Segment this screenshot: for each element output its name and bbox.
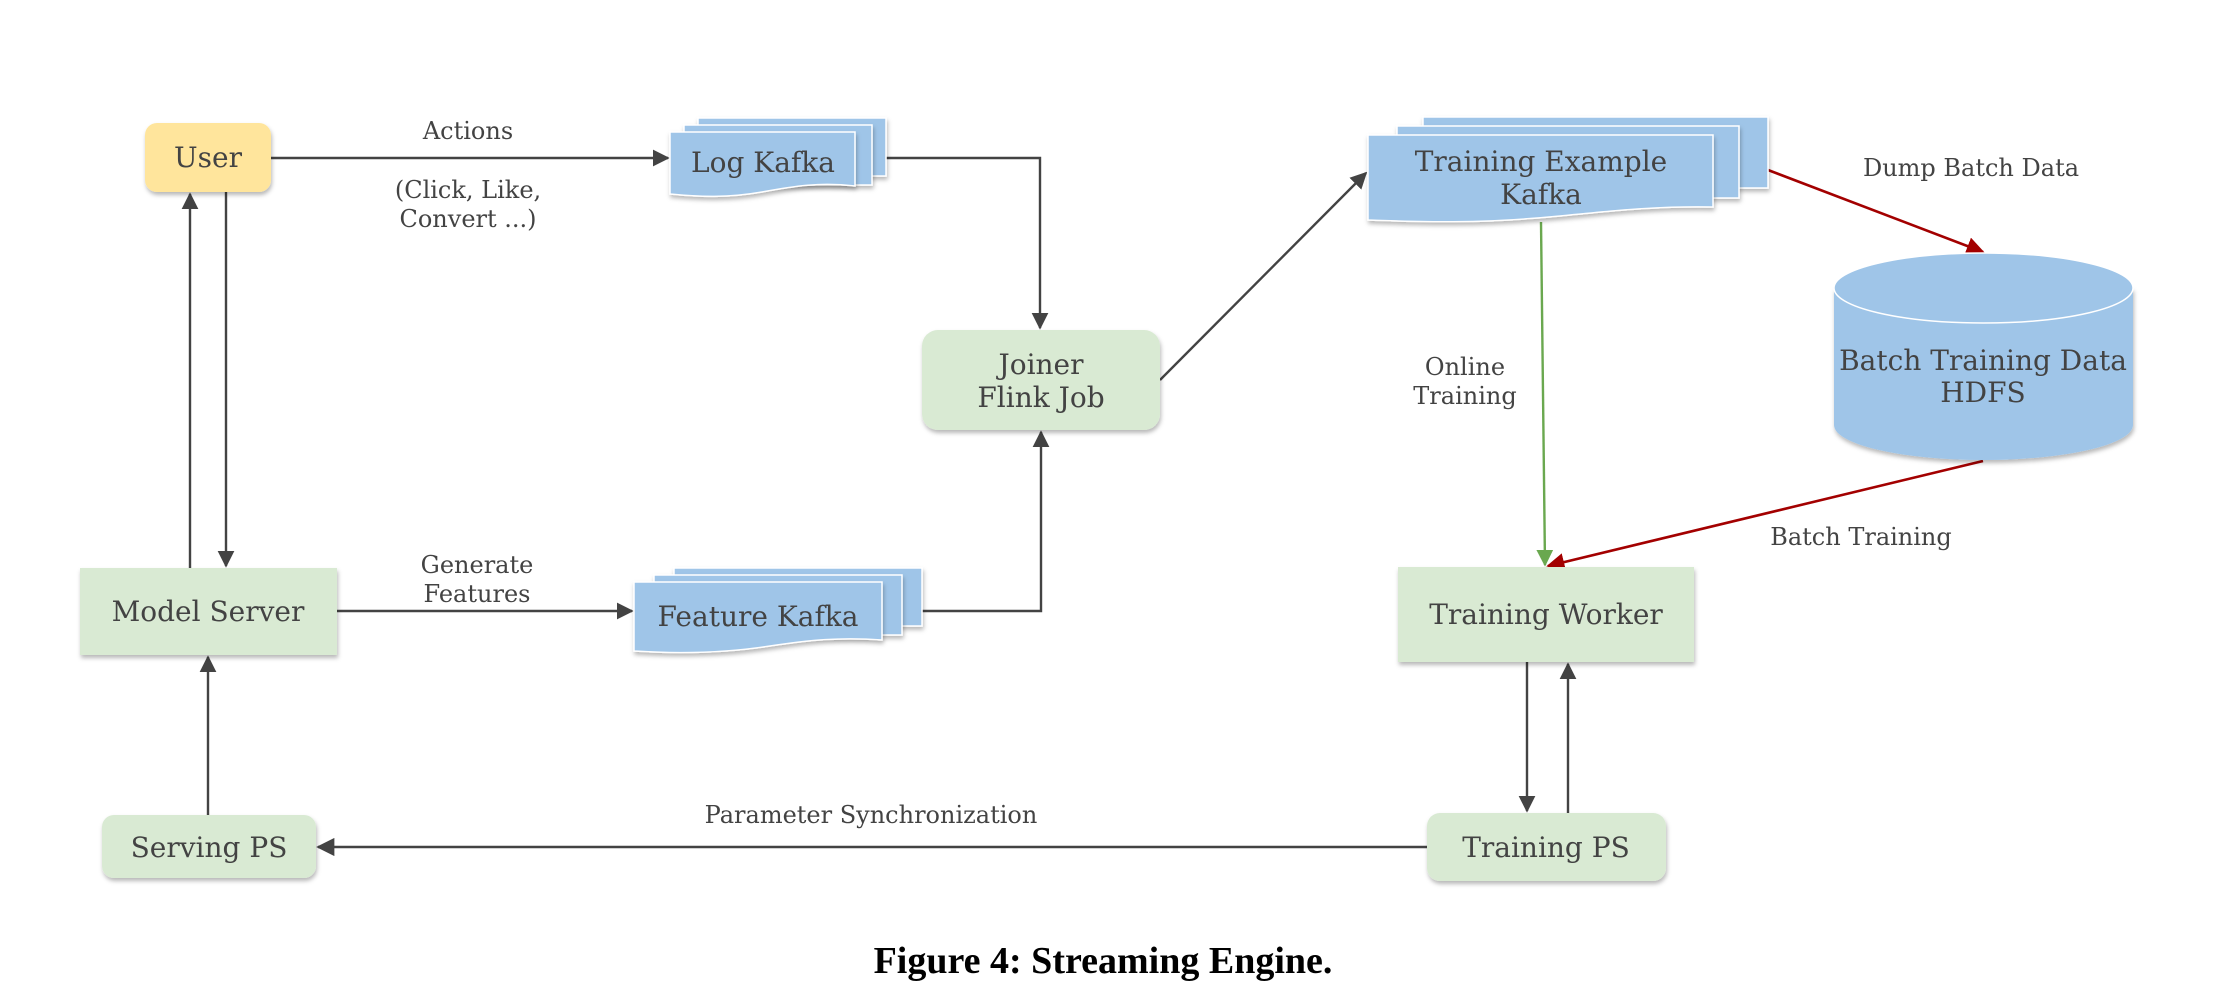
label-online-training-line1: Online bbox=[1425, 353, 1505, 381]
node-hdfs-label-line2: HDFS bbox=[1940, 376, 2025, 409]
label-online-training-line2: Training bbox=[1413, 382, 1516, 410]
node-model-server: Model Server bbox=[80, 568, 337, 655]
edge-hdfs-to-training-worker bbox=[1546, 459, 1984, 572]
label-generate-features-line1: Generate bbox=[421, 551, 534, 579]
edge-feature-kafka-to-joiner bbox=[922, 430, 1050, 613]
node-feature-kafka: Feature Kafka bbox=[633, 567, 923, 654]
node-log-kafka-label: Log Kafka bbox=[691, 146, 835, 179]
edges bbox=[181, 149, 1985, 857]
node-joiner-label-line2: Flink Job bbox=[977, 381, 1104, 414]
edge-joiner-to-training-example-kafka bbox=[1159, 171, 1368, 381]
node-training-example-kafka-label-line1: Training Example bbox=[1415, 145, 1667, 178]
label-parameter-synchronization: Parameter Synchronization bbox=[705, 801, 1038, 829]
edge-training-example-kafka-to-hdfs bbox=[1767, 168, 1985, 255]
node-training-example-kafka: Training Example Kafka bbox=[1367, 116, 1769, 223]
node-hdfs-label-line1: Batch Training Data bbox=[1839, 344, 2127, 377]
node-serving-ps-label: Serving PS bbox=[131, 831, 288, 864]
node-serving-ps: Serving PS bbox=[102, 815, 316, 878]
label-actions-detail-line1: (Click, Like, bbox=[395, 176, 541, 204]
node-training-ps-label: Training PS bbox=[1462, 831, 1630, 864]
node-training-ps: Training PS bbox=[1427, 813, 1666, 881]
node-training-example-kafka-label-line2: Kafka bbox=[1500, 178, 1582, 211]
figure-caption: Figure 4: Streaming Engine. bbox=[874, 940, 1333, 982]
node-log-kafka: Log Kafka bbox=[669, 117, 887, 198]
node-training-worker-label: Training Worker bbox=[1429, 598, 1663, 631]
label-actions-detail-line2: Convert ...) bbox=[399, 205, 536, 233]
label-batch-training: Batch Training bbox=[1770, 523, 1952, 551]
label-dump-batch-data: Dump Batch Data bbox=[1863, 154, 2079, 182]
edge-labels: Actions (Click, Like, Convert ...) Gener… bbox=[395, 117, 2079, 829]
node-batch-training-data-hdfs: Batch Training Data HDFS bbox=[1833, 252, 2134, 460]
node-training-worker: Training Worker bbox=[1398, 567, 1694, 662]
edge-log-kafka-to-joiner bbox=[886, 156, 1049, 330]
node-joiner-flink-job: Joiner Flink Job bbox=[922, 330, 1160, 430]
node-user-label: User bbox=[174, 141, 243, 174]
node-model-server-label: Model Server bbox=[112, 595, 305, 628]
edge-training-example-kafka-to-training-worker bbox=[1536, 221, 1554, 567]
node-user: User bbox=[145, 123, 271, 192]
node-feature-kafka-label: Feature Kafka bbox=[658, 600, 859, 633]
node-joiner-label-line1: Joiner bbox=[995, 348, 1084, 381]
label-generate-features-line2: Features bbox=[424, 580, 531, 608]
label-actions: Actions bbox=[422, 117, 513, 145]
